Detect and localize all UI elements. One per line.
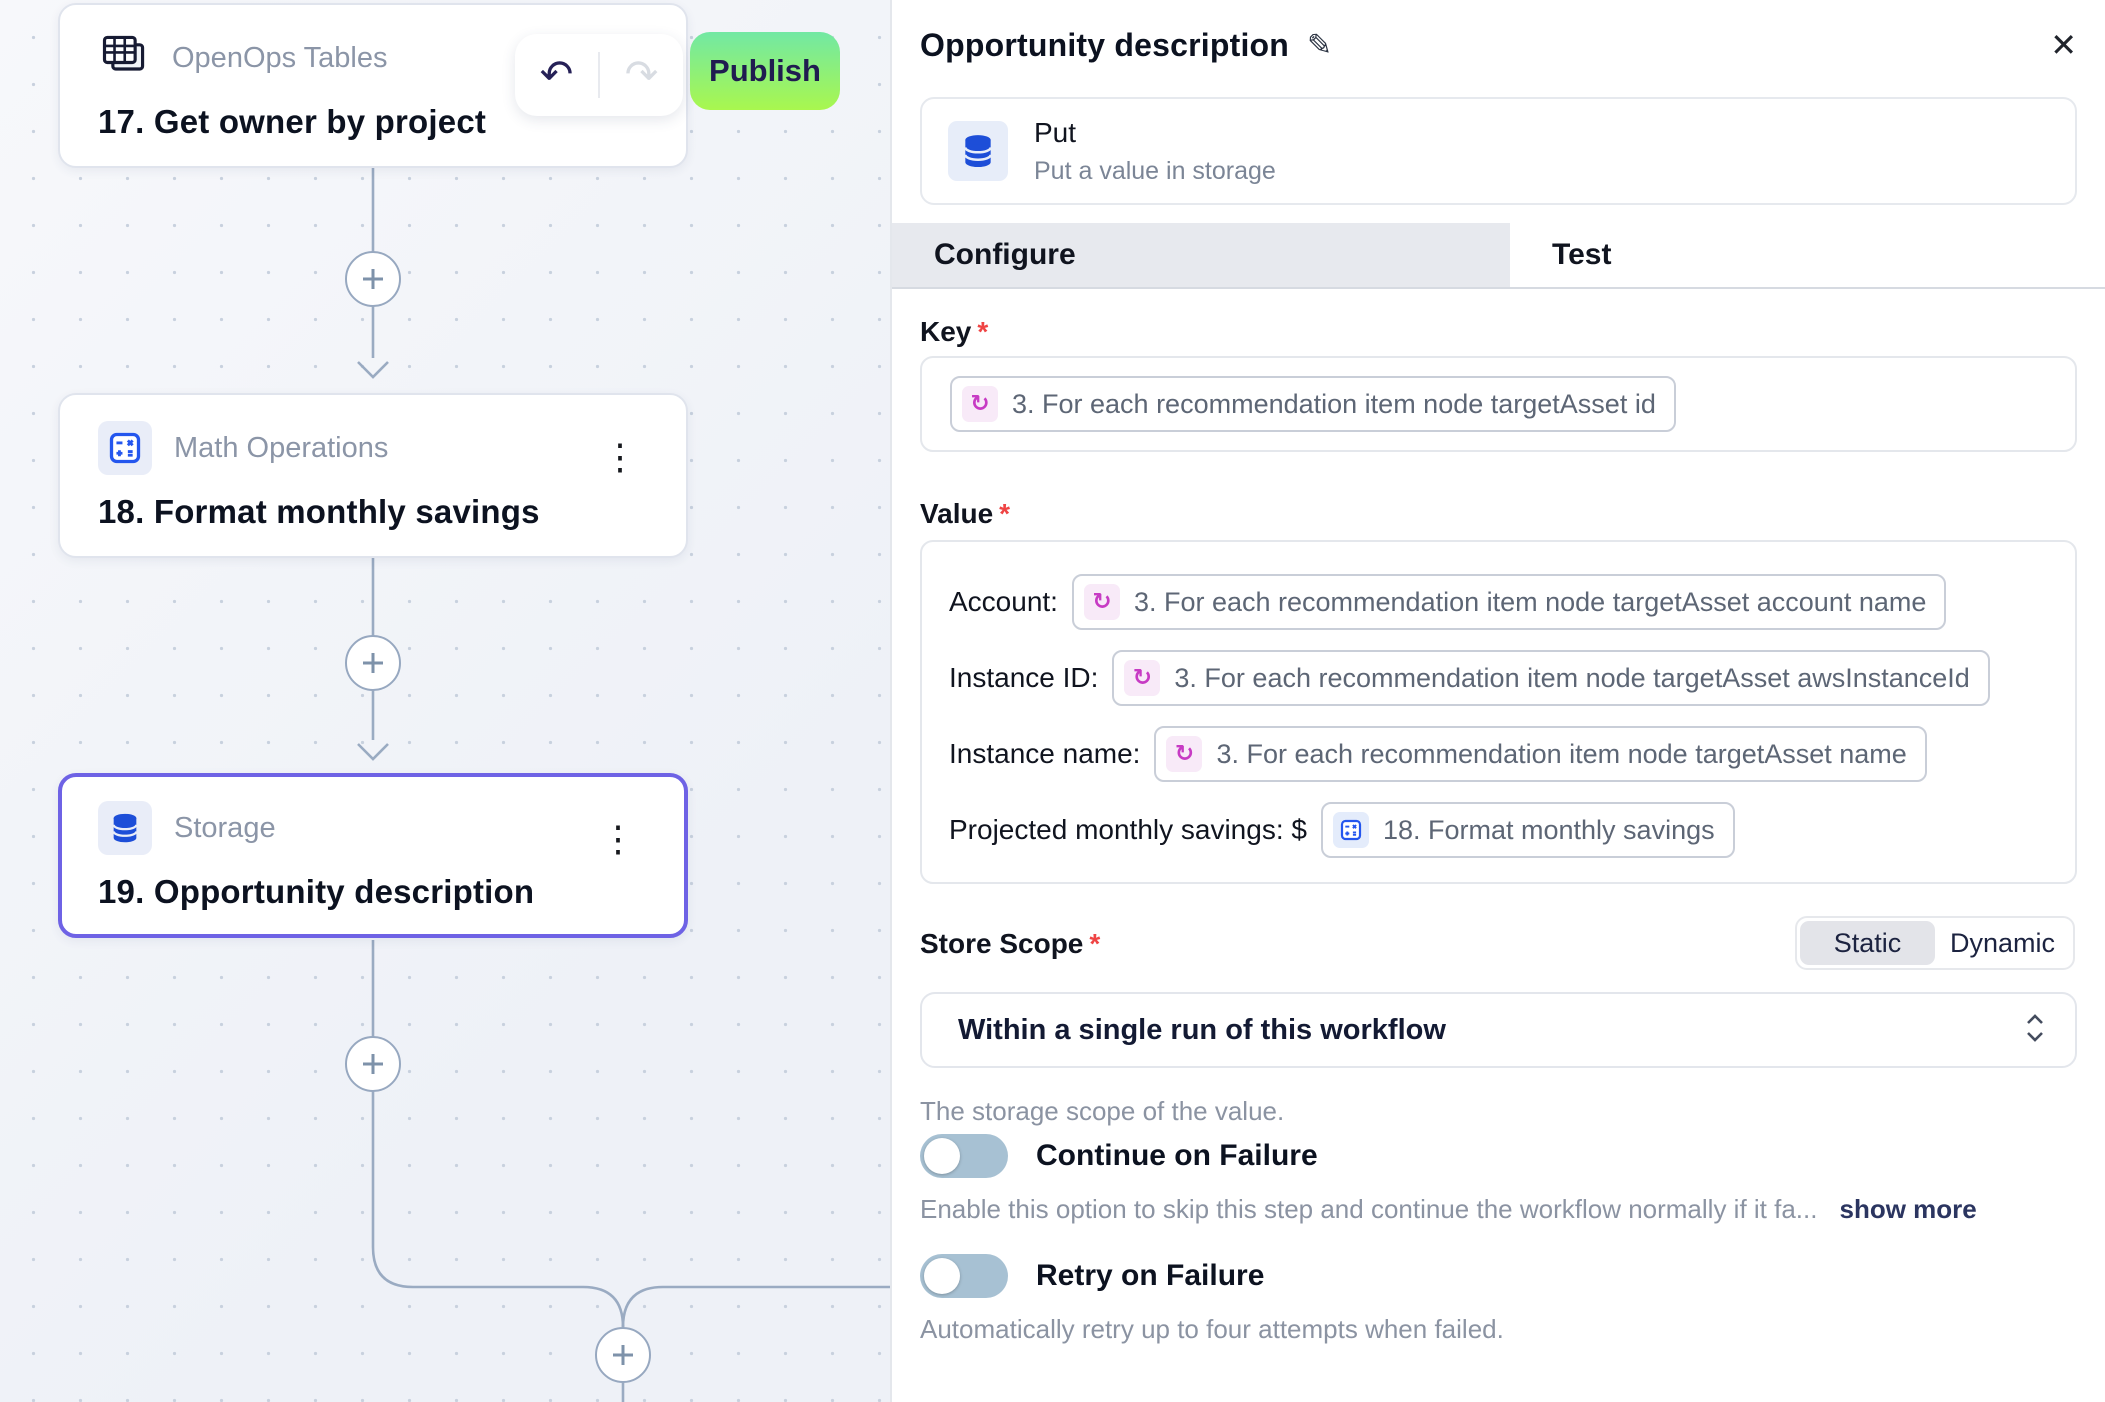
toggle-knob — [924, 1138, 960, 1174]
close-panel-button[interactable]: ✕ — [2050, 27, 2077, 63]
workflow-node-opportunity-description[interactable]: Storage 19. Opportunity description ⋮ — [58, 773, 688, 938]
continue-on-failure-helper: Enable this option to skip this step and… — [920, 1194, 1977, 1224]
node-app-name: Storage — [174, 811, 276, 844]
publish-button[interactable]: Publish — [690, 32, 840, 110]
value-token-chip[interactable]: ↻ 3. For each recommendation item node t… — [1112, 650, 1990, 706]
connector-lines — [357, 168, 890, 1402]
node-menu-button[interactable]: ⋮ — [602, 436, 638, 477]
loop-step-icon: ↻ — [962, 386, 998, 422]
value-row-label: Instance name: — [949, 738, 1141, 769]
node-app-name: Math Operations — [174, 431, 389, 464]
add-step-button[interactable] — [345, 635, 401, 691]
dynamic-option[interactable]: Dynamic — [1949, 927, 2056, 958]
panel-header: Opportunity description ✎ ✕ — [920, 26, 2077, 64]
continue-on-failure-toggle[interactable] — [920, 1134, 1008, 1178]
retry-on-failure-label: Retry on Failure — [1036, 1259, 1265, 1292]
loop-step-icon: ↻ — [1166, 736, 1203, 772]
redo-icon: ↷ — [624, 53, 659, 97]
step-settings-panel: Opportunity description ✎ ✕ Put Put a va… — [890, 0, 2105, 1402]
node-menu-button[interactable]: ⋮ — [600, 818, 636, 859]
storage-database-icon — [98, 801, 152, 855]
loop-step-icon: ↻ — [1124, 660, 1161, 696]
store-scope-helper: The storage scope of the value. — [920, 1096, 1285, 1126]
undo-button[interactable]: ↶ — [515, 55, 598, 95]
continue-on-failure-row: Continue on Failure — [920, 1134, 1318, 1178]
tab-configure[interactable]: Configure — [892, 223, 1510, 287]
tables-icon — [98, 30, 150, 87]
workflow-node-format-savings[interactable]: Math Operations 18. Format monthly savin… — [58, 393, 688, 558]
add-step-button[interactable] — [345, 251, 401, 307]
value-row: Projected monthly savings: $ 18. For — [922, 802, 2075, 858]
node-app-name: OpenOps Tables — [172, 41, 388, 74]
value-row: Instance ID: ↻ 3. For each recommendatio… — [922, 650, 2075, 706]
add-step-button[interactable] — [595, 1327, 651, 1383]
workflow-canvas[interactable]: OpenOps Tables 17. Get owner by project … — [0, 0, 890, 1402]
edit-name-icon[interactable]: ✎ — [1307, 28, 1333, 62]
value-input[interactable]: Account: ↻ 3. For each recommendation it… — [920, 540, 2077, 884]
panel-tabs: Configure Test — [892, 223, 2105, 289]
undo-icon: ↶ — [539, 53, 574, 97]
retry-on-failure-toggle[interactable] — [920, 1254, 1008, 1298]
action-summary-card: Put Put a value in storage — [920, 97, 2077, 205]
key-input[interactable]: ↻ 3. For each recommendation item node t… — [920, 356, 2077, 452]
required-marker: * — [999, 498, 1011, 529]
key-token-chip[interactable]: ↻ 3. For each recommendation item node t… — [950, 376, 1676, 432]
key-field-label: Key* — [920, 316, 989, 347]
value-row: Instance name: ↻ 3. For each recommendat… — [922, 726, 2075, 782]
static-option[interactable]: Static — [1800, 921, 1935, 965]
value-row-label: Account: — [949, 586, 1058, 617]
value-token-chip[interactable]: ↻ 3. For each recommendation item node t… — [1071, 574, 1947, 630]
retry-on-failure-row: Retry on Failure — [920, 1254, 1264, 1298]
show-more-link[interactable]: show more — [1839, 1194, 1977, 1224]
action-description: Put a value in storage — [1034, 156, 1276, 185]
storage-database-icon — [948, 121, 1008, 181]
value-row-label: Instance ID: — [949, 662, 1099, 693]
math-step-icon — [1332, 812, 1369, 848]
action-name: Put — [1034, 116, 1077, 148]
node-title: 19. Opportunity description — [98, 873, 535, 910]
store-scope-label: Store Scope* — [920, 928, 1101, 959]
canvas-toolbar: ↶ ↷ — [515, 34, 683, 116]
store-scope-selected-value: Within a single run of this workflow — [958, 1013, 1446, 1046]
store-scope-select[interactable]: Within a single run of this workflow — [920, 992, 2077, 1068]
add-step-button[interactable] — [345, 1036, 401, 1092]
value-token-chip[interactable]: ↻ 3. For each recommendation item node t… — [1154, 726, 1927, 782]
toolbar-divider — [598, 52, 600, 98]
tab-test[interactable]: Test — [1510, 223, 2105, 287]
value-token-chip[interactable]: 18. Format monthly savings — [1320, 802, 1735, 858]
math-operations-icon — [98, 421, 152, 475]
retry-on-failure-helper: Automatically retry up to four attempts … — [920, 1314, 1504, 1344]
required-marker: * — [977, 316, 989, 347]
step-name-title: Opportunity description — [920, 26, 1290, 63]
value-row: Account: ↻ 3. For each recommendation it… — [922, 574, 2075, 630]
loop-step-icon: ↻ — [1083, 584, 1120, 620]
store-scope-mode-switch: Static Dynamic — [1795, 916, 2075, 970]
node-title: 17. Get owner by project — [98, 103, 487, 140]
continue-on-failure-label: Continue on Failure — [1036, 1139, 1318, 1172]
value-row-label: Projected monthly savings: $ — [949, 814, 1307, 845]
value-field-label: Value* — [920, 498, 1011, 529]
toggle-knob — [924, 1258, 960, 1294]
required-marker: * — [1089, 928, 1101, 959]
node-title: 18. Format monthly savings — [98, 493, 540, 530]
redo-button[interactable]: ↷ — [600, 55, 683, 95]
select-chevrons-icon — [2023, 1011, 2047, 1050]
